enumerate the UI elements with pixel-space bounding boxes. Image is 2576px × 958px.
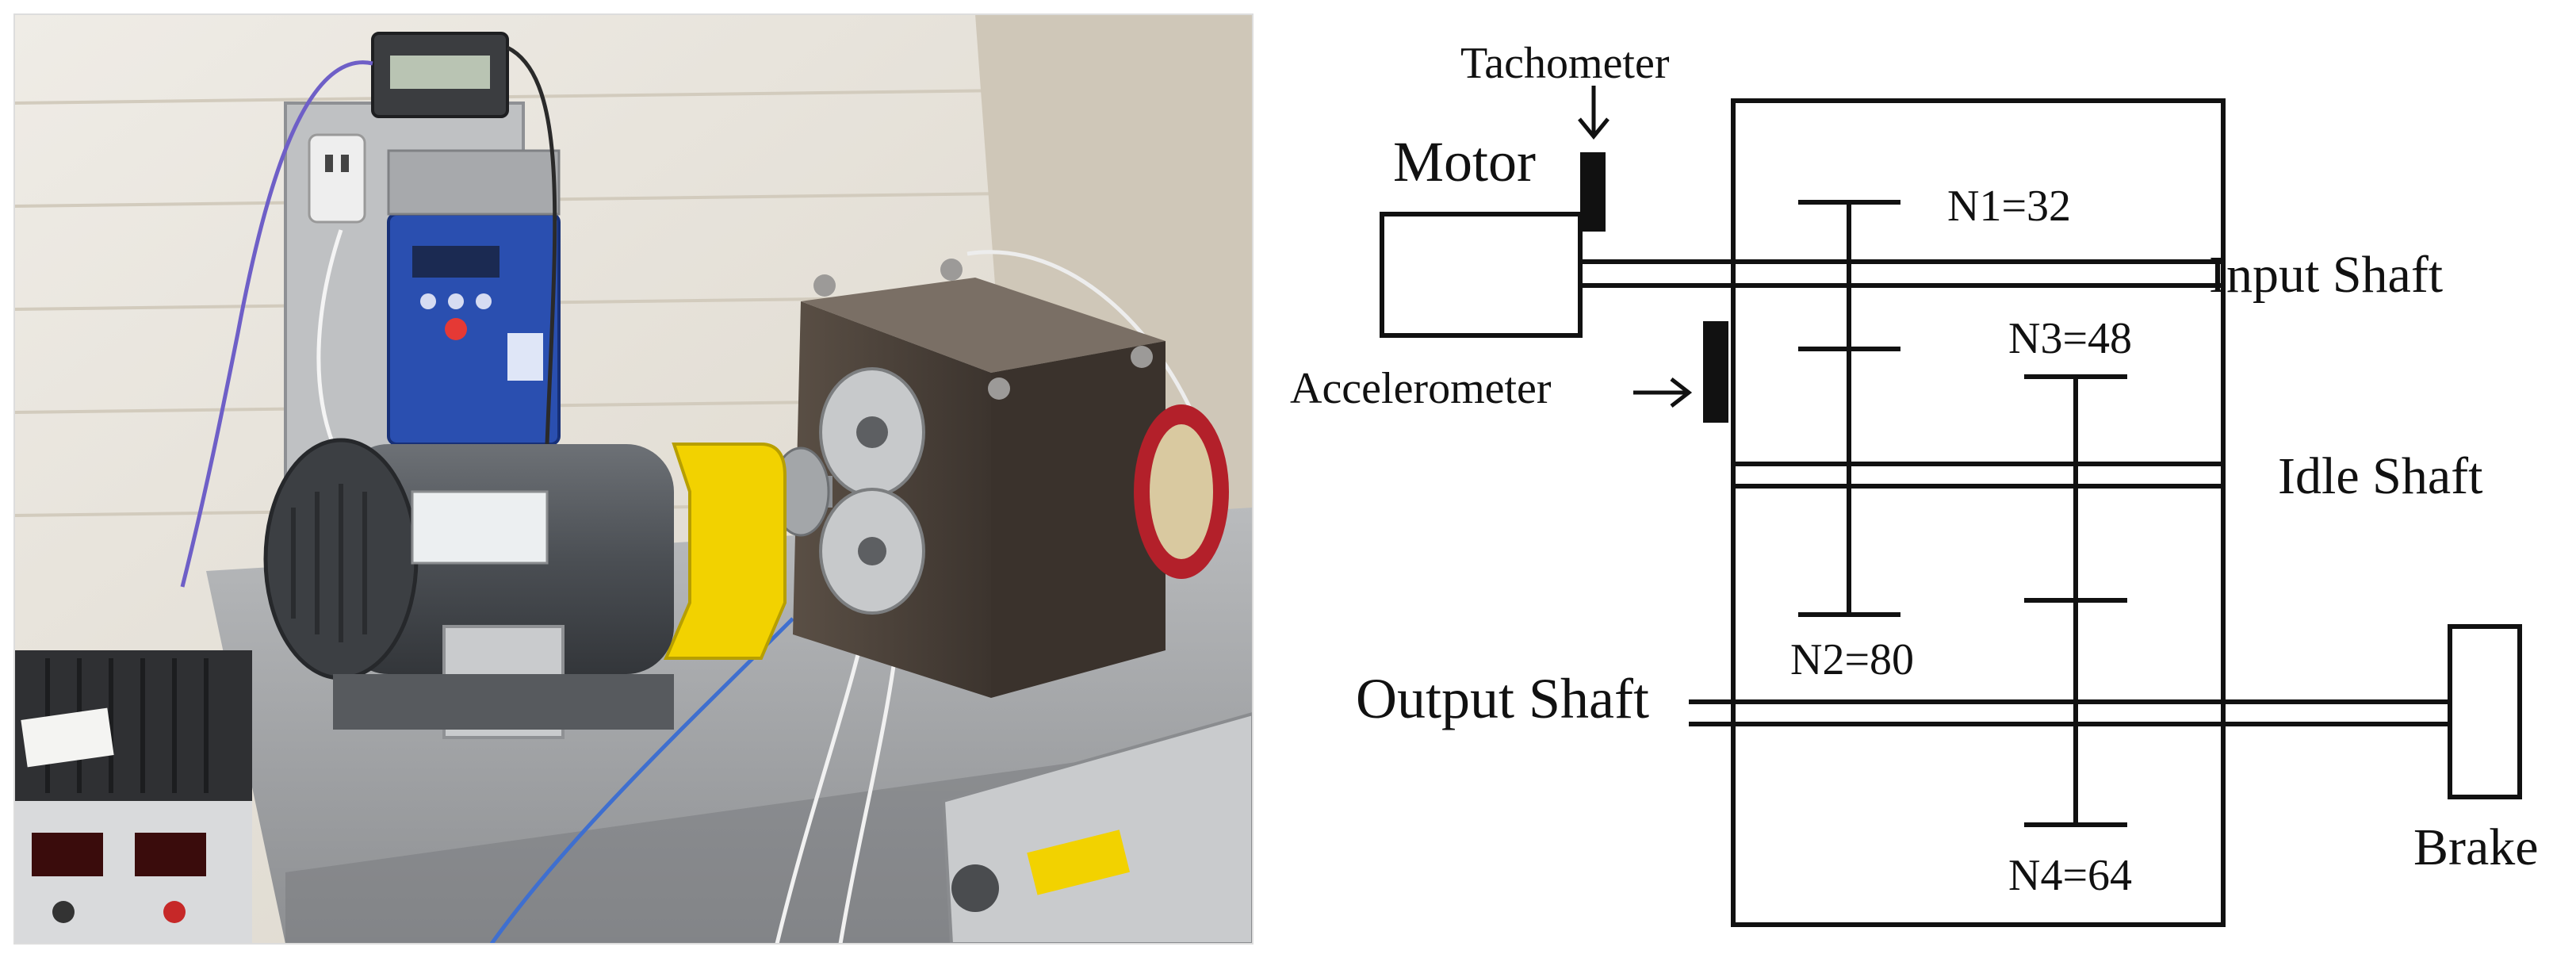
label-n2: N2=80 (1790, 635, 1914, 684)
gearbox-top (801, 278, 1166, 373)
label-output-shaft: Output Shaft (1356, 667, 1649, 730)
motor-nameplate (411, 490, 549, 565)
accelerometer-arrow-head (1670, 377, 1693, 408)
motor-base (333, 674, 674, 730)
label-idle-shaft: Idle Shaft (2278, 447, 2482, 505)
gearbox-casing (1731, 98, 2226, 927)
test-rig-photo (13, 13, 1254, 945)
label-n4: N4=64 (2008, 851, 2132, 900)
power-unit (941, 711, 1253, 944)
brake-box (2448, 624, 2522, 799)
label-n1: N1=32 (1947, 182, 2071, 231)
label-n3: N3=48 (2008, 314, 2132, 363)
label-brake: Brake (2413, 818, 2539, 876)
gearbox-schematic (1380, 86, 2522, 927)
tachometer-sensor (1580, 152, 1606, 232)
motor-box (1380, 212, 1583, 338)
gearbox-side (991, 341, 1166, 698)
power-outlet (308, 133, 366, 224)
label-tachometer: Tachometer (1460, 39, 1670, 88)
schematic-labels: Tachometer Motor N1=32 Input Shaft N3=48… (1290, 39, 2539, 900)
tachometer-arrow-head (1578, 117, 1610, 140)
coupling-guard (663, 443, 787, 660)
label-accelerometer: Accelerometer (1290, 364, 1552, 413)
accelerometer-sensor (1703, 321, 1728, 423)
label-input-shaft: Input Shaft (2209, 246, 2443, 304)
label-motor: Motor (1393, 130, 1536, 194)
